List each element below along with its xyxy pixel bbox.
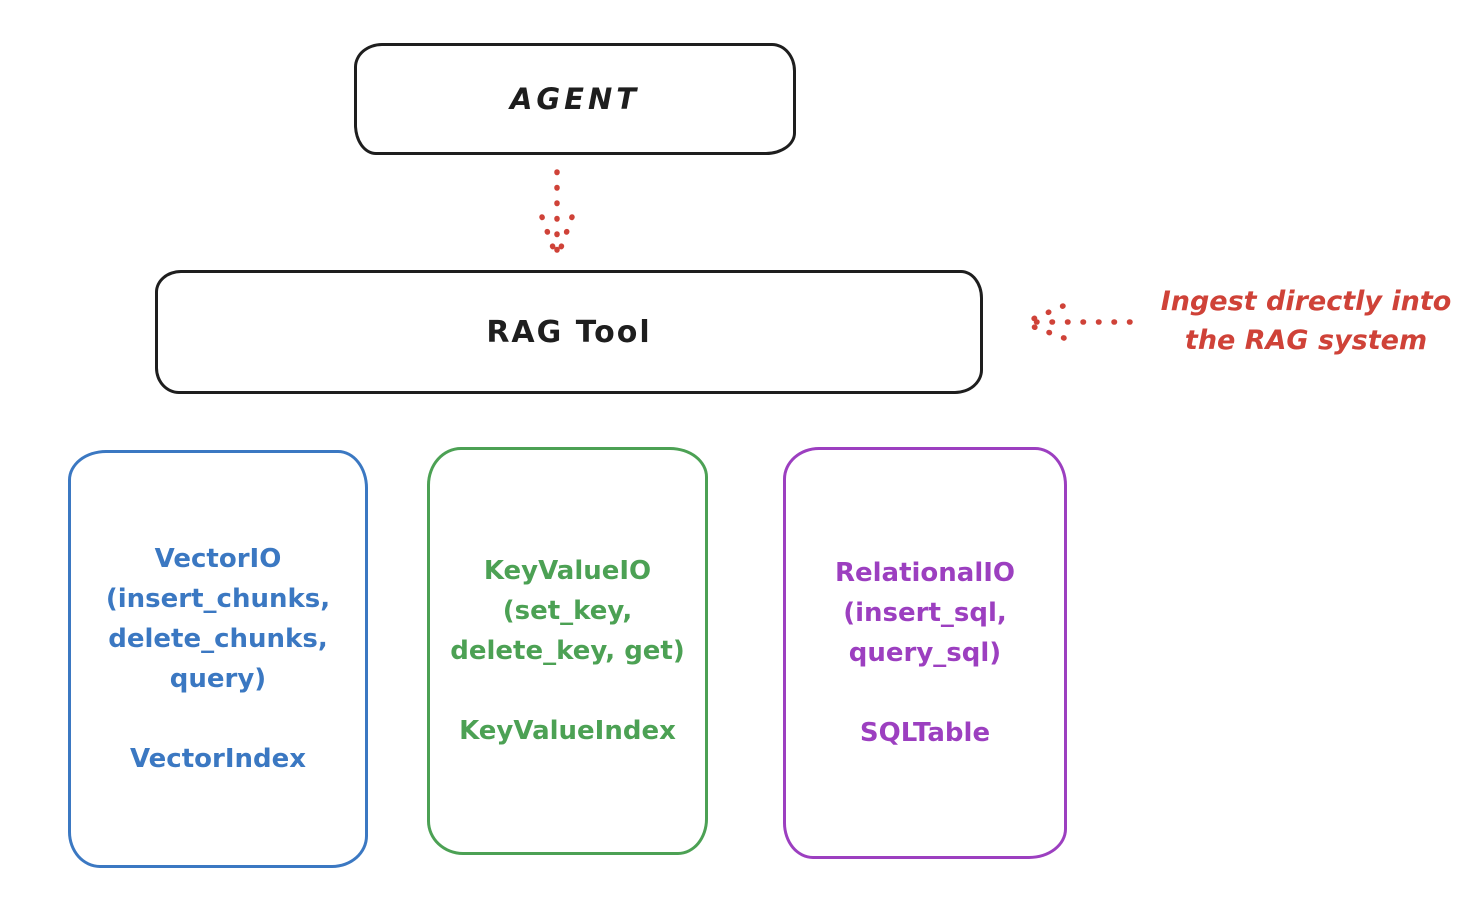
relational-io-line: query_sql) <box>848 638 1002 668</box>
ingest-annotation-line2: the RAG system <box>1184 325 1428 356</box>
key-value-io-line: delete_key, get) <box>450 636 685 666</box>
vector-io-node: VectorIO (insert_chunks, delete_chunks, … <box>68 450 368 868</box>
key-value-index-label: KeyValueIndex <box>459 716 676 746</box>
vector-io-line: VectorIO <box>154 544 282 574</box>
ingest-annotation: Ingest directly into the RAG system <box>1138 282 1474 360</box>
agent-to-rag-tool-arrow <box>539 169 575 256</box>
key-value-io-node: KeyValueIO (set_key, delete_key, get) Ke… <box>427 447 708 855</box>
agent-node: AGENT <box>354 43 796 155</box>
key-value-io-line: (set_key, <box>502 596 633 626</box>
agent-label: AGENT <box>509 82 641 116</box>
vector-index-label: VectorIndex <box>129 744 307 774</box>
key-value-io-line: KeyValueIO <box>483 556 652 586</box>
ingest-annotation-line1: Ingest directly into <box>1160 286 1452 317</box>
vector-io-line: query) <box>169 664 267 694</box>
annotation-to-rag-tool-arrow <box>1023 303 1133 341</box>
relational-io-line: RelationalIO <box>834 558 1016 588</box>
rag-tool-label: RAG Tool <box>486 314 652 350</box>
sql-table-label: SQLTable <box>859 718 991 748</box>
vector-io-line: (insert_chunks, <box>105 584 331 614</box>
rag-tool-node: RAG Tool <box>155 270 983 394</box>
vector-io-line: delete_chunks, <box>108 624 328 654</box>
relational-io-line: (insert_sql, <box>843 598 1007 628</box>
relational-io-node: RelationalIO (insert_sql, query_sql) SQL… <box>783 447 1067 859</box>
